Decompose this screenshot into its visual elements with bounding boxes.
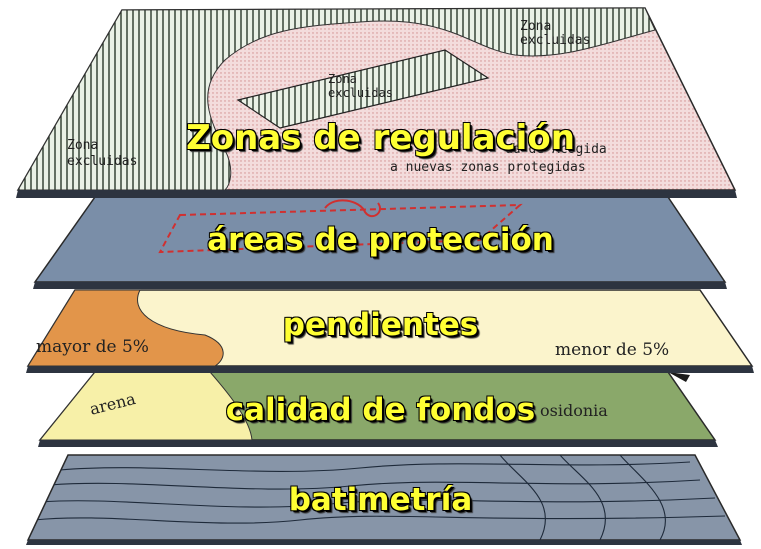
excluded-zone-label-top: Zona excluidas xyxy=(520,20,590,48)
contour-lines xyxy=(33,455,726,540)
protected-zone-outline xyxy=(158,203,523,254)
excluded-zone-label-left-line1: Zona xyxy=(67,138,99,153)
seabed-layer xyxy=(38,371,718,447)
capacity-label-line1: ud de Acogida xyxy=(505,142,607,157)
excluded-zone-inner xyxy=(236,49,490,129)
slope-high-label: mayor de 5% xyxy=(36,337,149,357)
excluded-zone-label-top-line2: excluidas xyxy=(520,33,591,48)
slope-high-area xyxy=(27,289,224,367)
bathymetry-edge xyxy=(26,540,742,545)
slopes-layer xyxy=(26,289,754,373)
protection-layer xyxy=(33,196,727,289)
slopes-edge xyxy=(26,366,754,373)
sand-area xyxy=(38,371,253,441)
slope-low-label: menor de 5% xyxy=(555,340,670,360)
regulation-layer xyxy=(16,7,737,198)
capacity-label-line2: a nuevas zonas protegidas xyxy=(390,160,586,175)
excluded-zone-label-center-line1: Zona xyxy=(328,72,357,86)
protected-zone-feature xyxy=(324,199,381,218)
regulation-edge xyxy=(16,190,737,198)
seabed-marker xyxy=(668,372,690,382)
excluded-zone-outer xyxy=(17,7,656,191)
excluded-zone-label-center: Zona excluidas xyxy=(328,72,393,100)
seabed-edge xyxy=(38,440,718,447)
excluded-zone-label-left: Zona excluidas xyxy=(67,138,137,170)
protection-edge xyxy=(33,282,727,289)
posidonia-label: osidonia xyxy=(540,401,608,420)
excluded-zone-label-center-line2: excluidas xyxy=(328,86,394,100)
bathymetry-layer xyxy=(26,454,742,545)
excluded-zone-label-left-line2: excluidas xyxy=(67,154,138,169)
excluded-zone-label-top-line1: Zona xyxy=(520,19,552,34)
